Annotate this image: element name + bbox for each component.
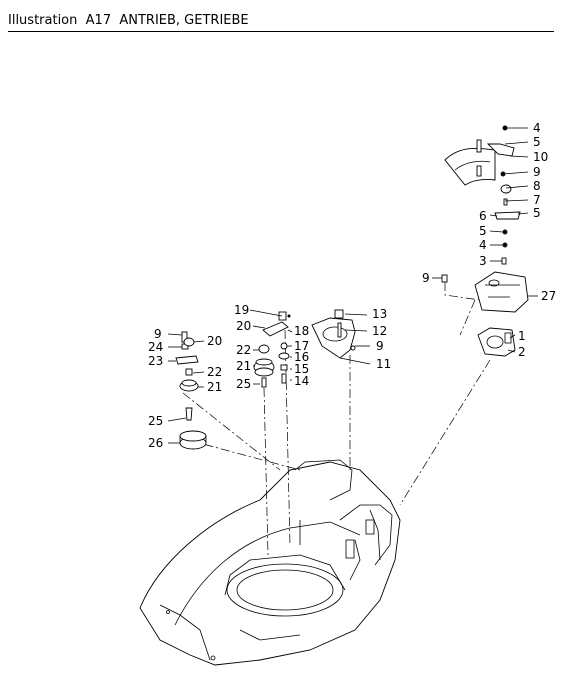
callout-labels: 4 5 10 9 8 7 5 6 5 4 3 9 27 1 2 19 20 18… (148, 121, 556, 450)
callout-8: 8 (533, 179, 541, 193)
left-pulley-assembly (175, 331, 207, 450)
callout-25-left: 25 (148, 414, 163, 428)
illustration-prefix: Illustration (8, 13, 78, 28)
illustration-code: A17 (85, 13, 112, 28)
callout-14: 14 (294, 374, 309, 388)
callout-24: 24 (148, 340, 163, 354)
callout-4-low: 4 (479, 238, 487, 252)
callout-17: 17 (294, 339, 309, 353)
mower-deck (139, 459, 401, 666)
callout-4: 4 (533, 121, 541, 135)
callout-10: 10 (533, 150, 548, 164)
callout-26: 26 (148, 436, 163, 450)
callout-1: 1 (518, 329, 526, 343)
callout-20-mid: 20 (236, 319, 251, 333)
leader-dots (287, 126, 507, 318)
callout-11: 11 (376, 357, 391, 371)
callout-leaders (167, 127, 538, 444)
header-bar: Illustration A17 ANTRIEB, GETRIEBE (8, 9, 554, 32)
callout-5-top: 5 (533, 135, 541, 149)
callout-25-mid: 25 (236, 377, 251, 391)
callout-23: 23 (148, 354, 163, 368)
callout-5-low: 5 (479, 224, 487, 238)
middle-pulley-assembly (253, 311, 290, 388)
belt-guard-assembly (311, 309, 356, 359)
callout-13: 13 (372, 307, 387, 321)
gearbox-cover-and-gearbox (441, 271, 529, 357)
callout-5-mid: 5 (533, 206, 541, 220)
callout-20-left: 20 (207, 334, 222, 348)
callout-3: 3 (479, 254, 487, 268)
callout-22-mid: 22 (236, 343, 251, 357)
callout-9-guard: 9 (376, 339, 384, 353)
callout-18: 18 (294, 324, 309, 338)
callout-21-mid: 21 (236, 359, 251, 373)
illustration-title: ANTRIEB, GETRIEBE (119, 13, 249, 28)
callout-9-top: 9 (533, 165, 541, 179)
callout-22-left: 22 (207, 365, 222, 379)
callout-19: 19 (234, 303, 249, 317)
callout-12: 12 (372, 324, 387, 338)
upper-right-assembly (444, 125, 521, 265)
callout-9-left: 9 (154, 327, 162, 341)
callout-7: 7 (533, 193, 541, 207)
callout-6: 6 (479, 209, 487, 223)
callout-16: 16 (294, 350, 309, 364)
callout-15: 15 (294, 362, 309, 376)
callout-21-left: 21 (207, 380, 222, 394)
callout-27: 27 (541, 289, 556, 303)
callout-2: 2 (518, 345, 526, 359)
callout-9-cover: 9 (422, 271, 430, 285)
